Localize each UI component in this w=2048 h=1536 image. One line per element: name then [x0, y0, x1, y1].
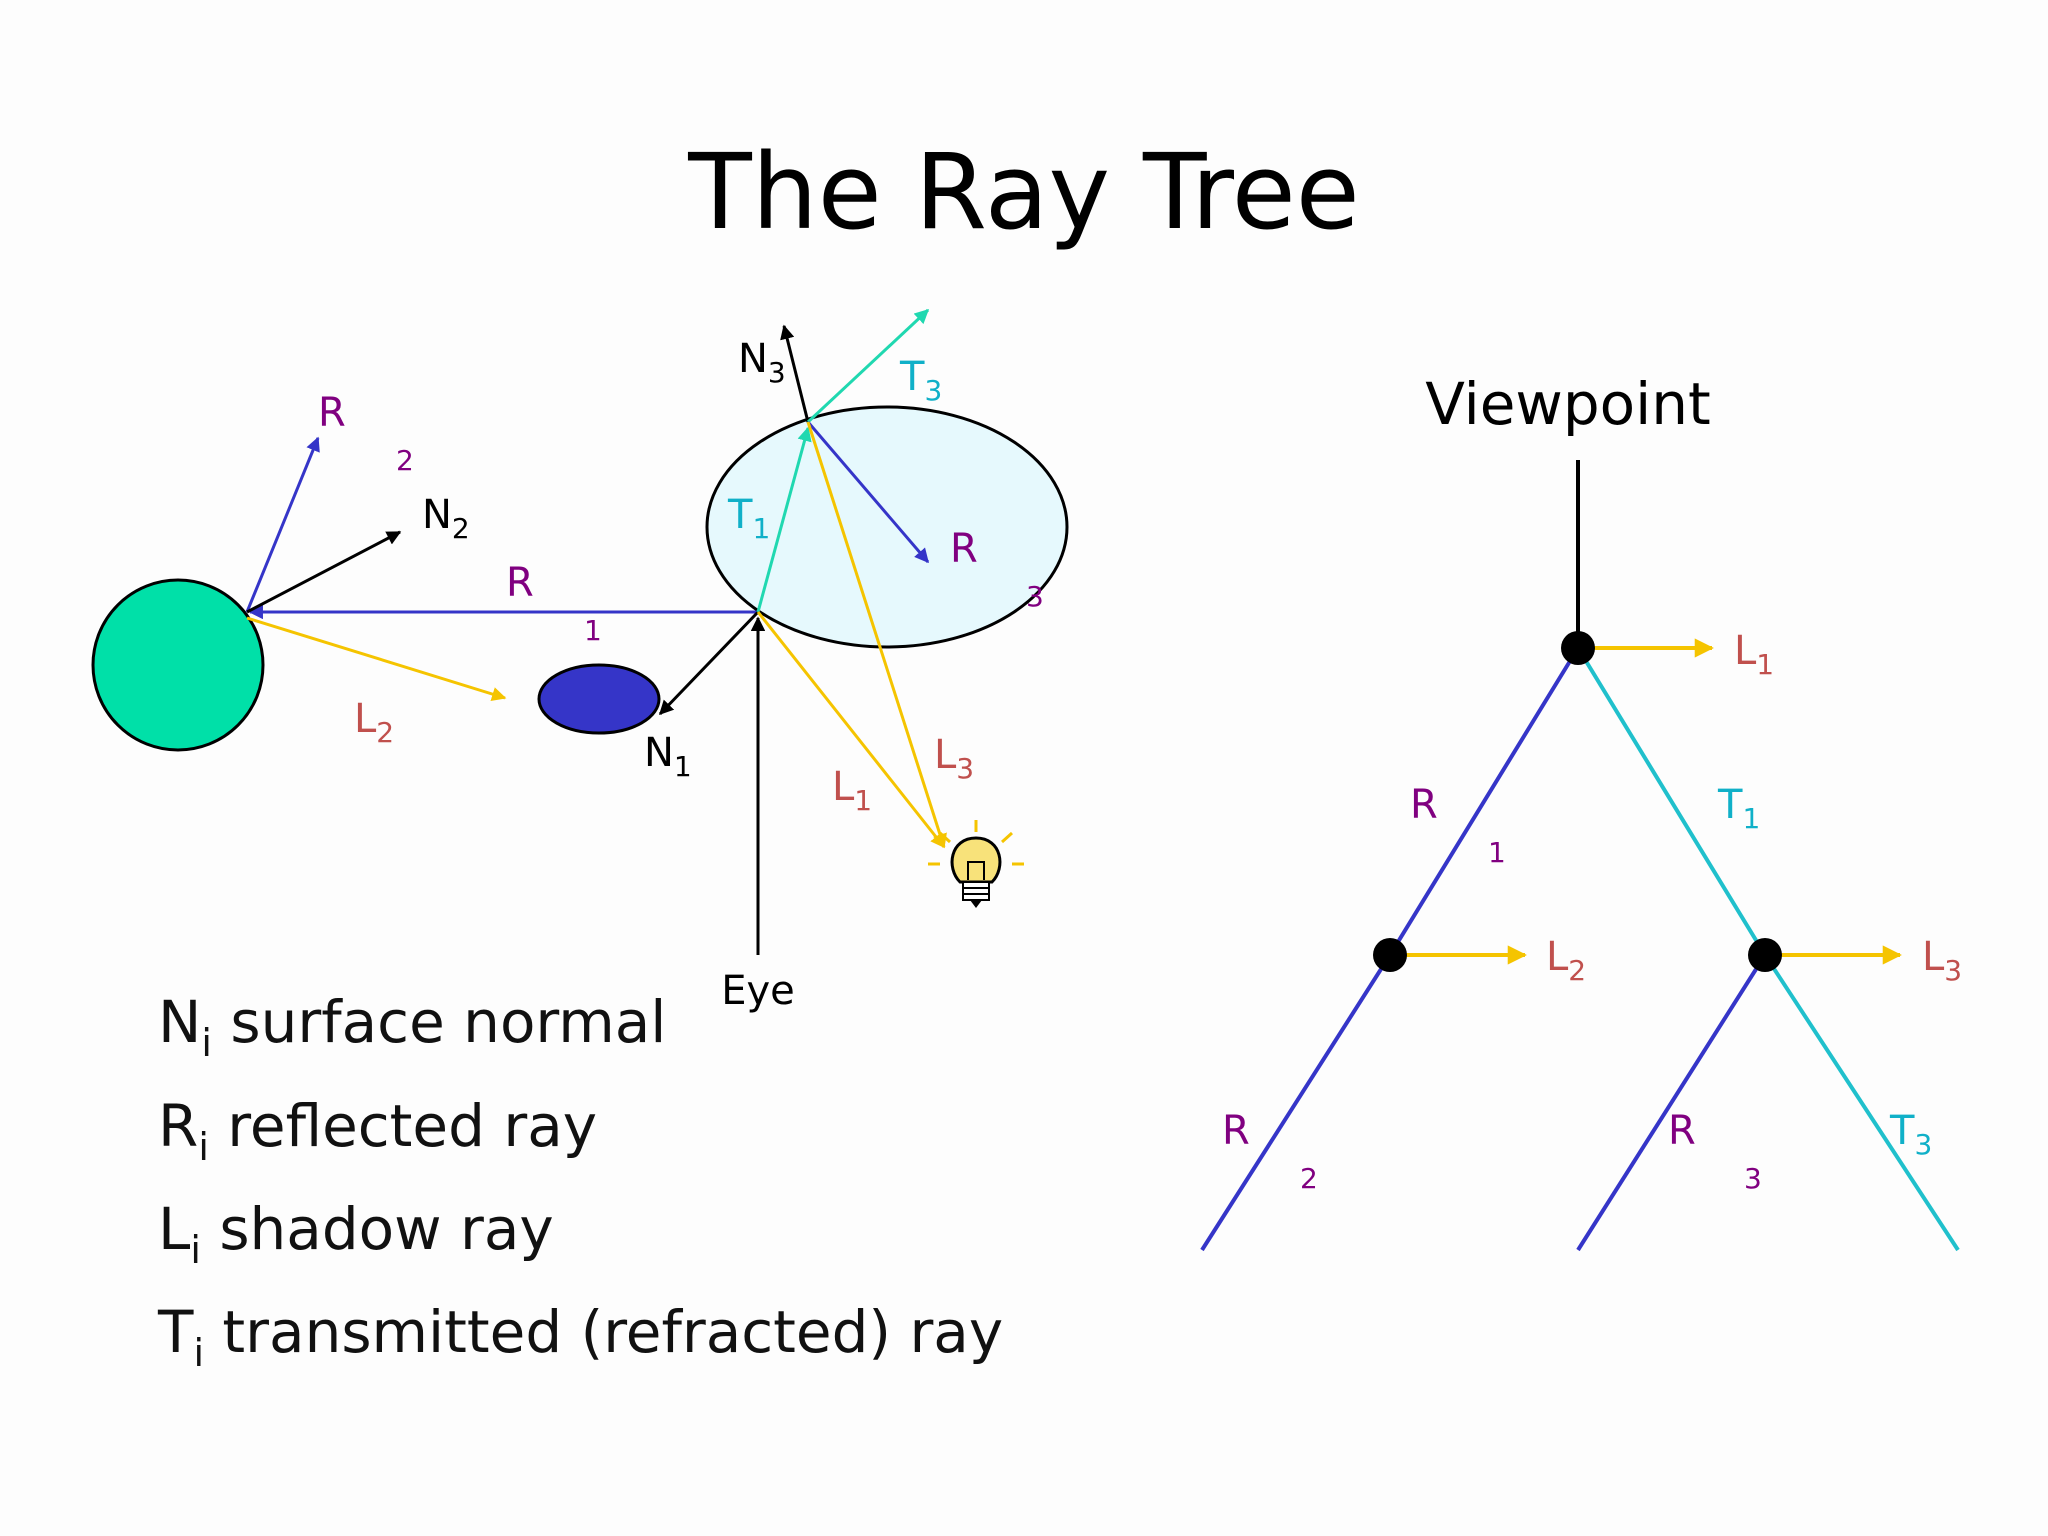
- tree-label-l3: L3: [1922, 934, 1962, 987]
- tree-root-label: Viewpoint: [1425, 370, 1711, 438]
- label-l3: L3: [934, 732, 974, 785]
- normal-n2: [246, 530, 402, 614]
- legend: Ni surface normal Ri reflected ray Li sh…: [157, 988, 1003, 1375]
- tree-label-t1: T1: [1717, 782, 1760, 835]
- label-r3: R: [950, 526, 978, 572]
- tree-label-r2: R: [1222, 1108, 1250, 1154]
- normal-n1: [658, 610, 760, 716]
- label-r1: R: [506, 560, 534, 606]
- green-sphere: [91, 578, 265, 752]
- label-l2: L2: [354, 696, 394, 749]
- legend-item-shadow: Li shadow ray: [158, 1195, 554, 1272]
- tree-label-r3-sub: 3: [1744, 1162, 1762, 1195]
- tree-label-l1: L1: [1734, 628, 1774, 681]
- tree-label-t3: T3: [1889, 1108, 1932, 1161]
- label-l1: L1: [832, 764, 872, 817]
- label-r3-sub: 3: [1026, 580, 1044, 613]
- label-n3: N3: [738, 336, 786, 389]
- light-bulb-icon: [928, 820, 1024, 908]
- shadow-ray-l2: [246, 616, 507, 702]
- tree-edge-r1: [1388, 646, 1580, 957]
- tree-edge-t3: [1763, 953, 1960, 1252]
- shadow-ray-l1: [756, 611, 946, 849]
- tree-node-r1: [1373, 938, 1407, 972]
- tree-label-r1: R: [1410, 782, 1438, 828]
- reflected-ray-r3: [806, 421, 930, 564]
- label-r2: R: [318, 390, 346, 436]
- label-eye: Eye: [721, 968, 795, 1014]
- label-r2-sub: 2: [396, 444, 414, 477]
- tree-label-l2: L2: [1546, 934, 1586, 987]
- ray-scene: R 2 N2 R 1 L2 N1 L1 L3 T1 N3 T3 R 3 Eye: [91, 308, 1069, 1014]
- label-n2: N2: [422, 492, 470, 545]
- tree-label-r2-sub: 2: [1300, 1162, 1318, 1195]
- label-n1: N1: [644, 730, 692, 783]
- blue-ellipse-object: [537, 663, 661, 735]
- legend-item-reflected: Ri reflected ray: [158, 1092, 597, 1169]
- reflected-ray-r2: [245, 436, 320, 613]
- label-t1: T1: [727, 492, 770, 545]
- tree-edge-r3: [1576, 953, 1767, 1252]
- legend-item-normal: Ni surface normal: [158, 988, 666, 1065]
- shadow-ray-l3: [806, 421, 947, 849]
- legend-item-transmitted: Ti transmitted (refracted) ray: [157, 1298, 1003, 1375]
- transmitted-ray-t3: [806, 308, 930, 424]
- label-r1-sub: 1: [584, 614, 602, 647]
- tree-node-root: [1561, 631, 1595, 665]
- tree-node-t1: [1748, 938, 1782, 972]
- label-t3: T3: [899, 354, 942, 407]
- tree-edge-r2: [1200, 953, 1392, 1252]
- slide-title: The Ray Tree: [687, 131, 1359, 253]
- transmitted-ray-t1: [756, 426, 812, 613]
- tree-label-r1-sub: 1: [1488, 836, 1506, 869]
- tree-edge-t1: [1576, 646, 1767, 957]
- tree-label-r3: R: [1668, 1108, 1696, 1154]
- normal-n3: [780, 324, 810, 423]
- ray-tree: Viewpoint L1 L2 L3 R 1 T1 R 2 R 3 T3: [1200, 370, 1962, 1252]
